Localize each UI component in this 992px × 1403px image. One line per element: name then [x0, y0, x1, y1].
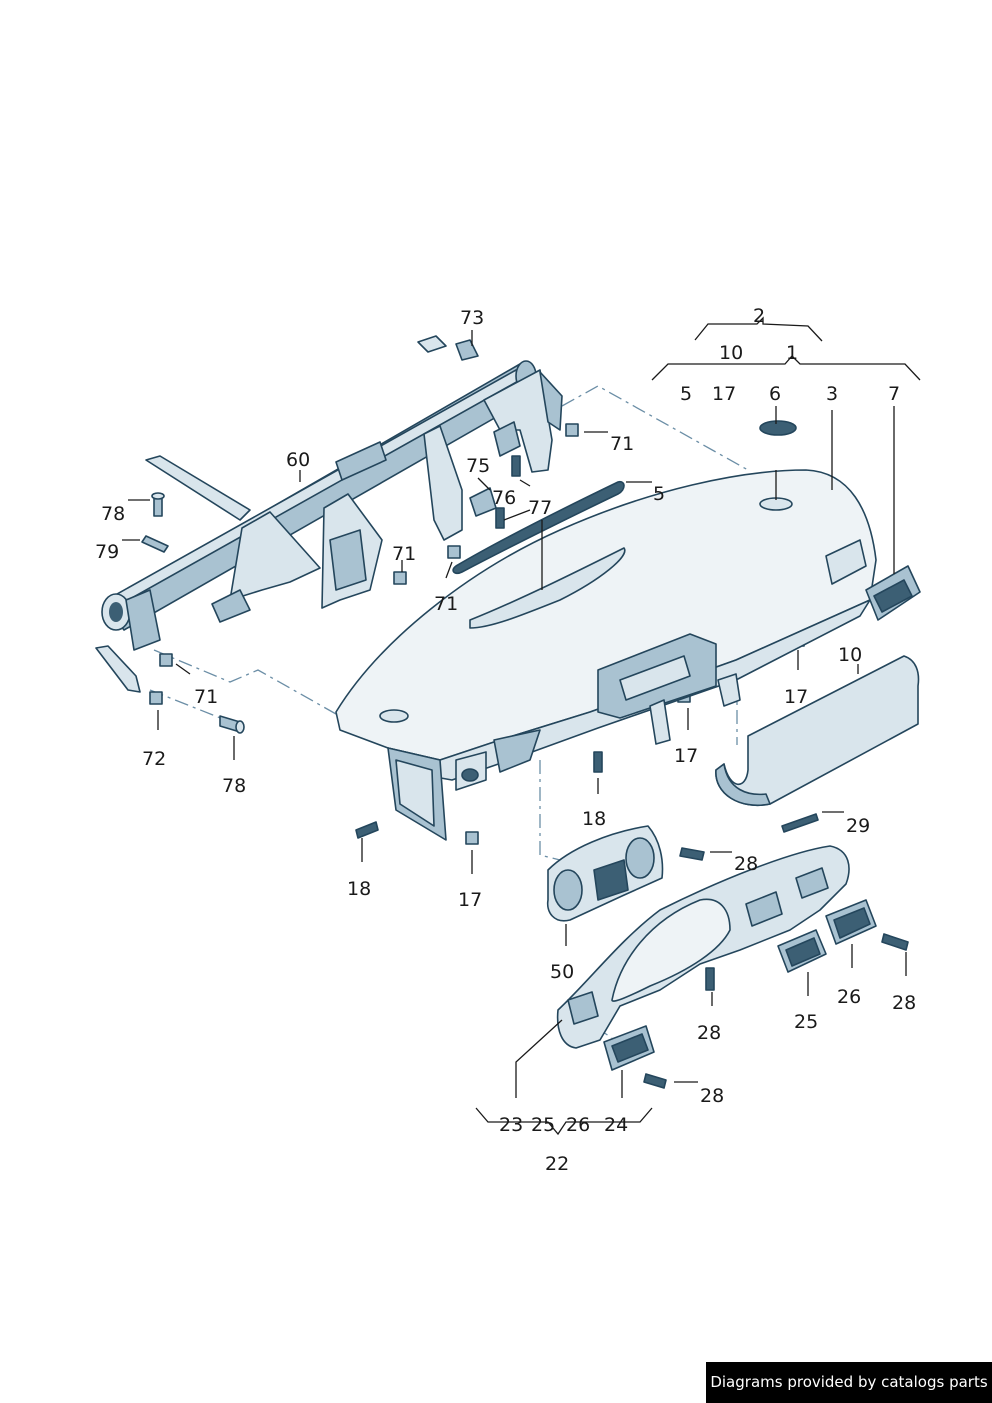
callout-1: 1: [786, 342, 798, 364]
callout-10: 10: [838, 644, 862, 666]
callout-78: 78: [222, 775, 246, 797]
callout-71: 71: [194, 686, 218, 708]
callout-18: 18: [347, 878, 371, 900]
callout-7: 7: [888, 383, 900, 405]
callout-22: 22: [545, 1153, 569, 1175]
callout-71: 71: [392, 543, 416, 565]
callout-28: 28: [892, 992, 916, 1014]
callout-75: 75: [466, 455, 490, 477]
callout-28: 28: [734, 853, 758, 875]
callout-78: 78: [101, 503, 125, 525]
callout-60: 60: [286, 449, 310, 471]
callout-26: 26: [566, 1114, 590, 1136]
callout-5: 5: [653, 483, 665, 505]
callout-23: 23: [499, 1114, 523, 1136]
callout-labels: 2 10 1 5 17 6 3 7 73 71 60 75 76 77 5 78…: [95, 305, 916, 1175]
callout-10: 10: [719, 342, 743, 364]
trim-panel-part: [556, 845, 850, 1049]
defroster-grille-part: [452, 480, 625, 575]
callout-71: 71: [610, 433, 634, 455]
callout-79: 79: [95, 541, 119, 563]
bracket-part: [417, 335, 479, 361]
hinge-parts: [469, 421, 521, 517]
cross-member-part: [95, 360, 563, 693]
callout-2: 2: [753, 305, 765, 327]
callout-25: 25: [531, 1114, 555, 1136]
glove-box-lid-part: [715, 655, 920, 806]
callout-25: 25: [794, 1011, 818, 1033]
callout-77: 77: [528, 497, 552, 519]
callout-72: 72: [142, 748, 166, 770]
callout-5: 5: [680, 383, 692, 405]
leader-lines: [122, 316, 921, 1136]
trim-vents: [603, 899, 877, 1071]
instrument-cluster-part: [546, 825, 664, 922]
seal-strip-part: [781, 813, 819, 833]
screws: [141, 455, 909, 1089]
callout-17: 17: [458, 889, 482, 911]
callout-17: 17: [784, 686, 808, 708]
callout-3: 3: [826, 383, 838, 405]
callout-28: 28: [697, 1022, 721, 1044]
callout-6: 6: [769, 383, 781, 405]
callout-24: 24: [604, 1114, 628, 1136]
callout-28: 28: [700, 1085, 724, 1107]
callout-18: 18: [582, 808, 606, 830]
callout-71: 71: [434, 593, 458, 615]
callout-26: 26: [837, 986, 861, 1008]
callout-50: 50: [550, 961, 574, 983]
callout-29: 29: [846, 815, 870, 837]
dashboard-panel-part: [335, 469, 877, 841]
speaker-grille-part: [759, 420, 797, 436]
attribution-banner: Diagrams provided by catalogs parts: [706, 1362, 992, 1403]
callout-17: 17: [712, 383, 736, 405]
callout-76: 76: [492, 487, 516, 509]
callout-73: 73: [460, 307, 484, 329]
callout-17: 17: [674, 745, 698, 767]
